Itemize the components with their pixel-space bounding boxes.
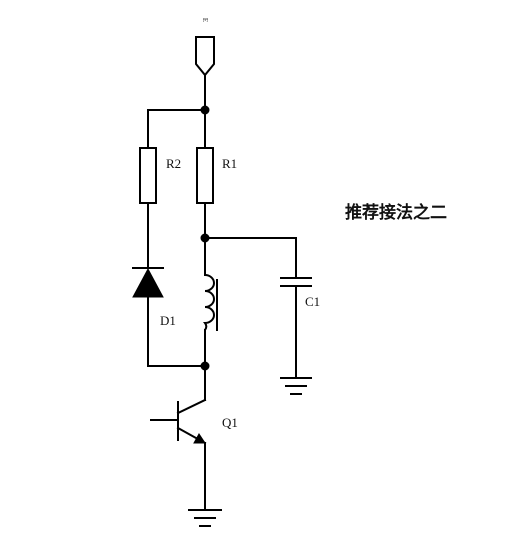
capacitor-c1 [280,277,312,287]
q1-label: Q1 [222,415,238,430]
r2-label: R2 [166,156,181,171]
ground-icon [188,509,222,527]
power-label: E [201,18,209,22]
diode-d1 [132,267,164,298]
resistor-r1 [196,147,214,204]
resistor-r2 [139,147,157,204]
junction-dot [200,233,210,243]
ground-icon [280,377,312,395]
c1-label: C1 [305,294,320,309]
r1-label: R1 [222,156,237,171]
relay-coil [203,274,215,331]
diagram-caption: 推荐接法之二 [345,202,447,223]
junction-dot [200,105,210,115]
d1-label: D1 [160,313,176,328]
transistor-q1 [150,398,207,445]
power-input-connector: E [195,18,215,77]
junction-dot [200,361,210,371]
